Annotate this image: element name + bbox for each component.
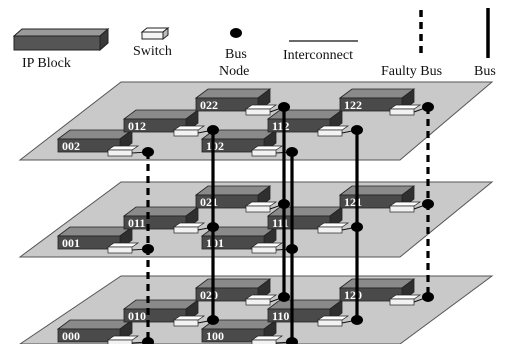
ip-block-label: 111: [272, 216, 289, 230]
ip-block: 122: [338, 88, 416, 112]
ip-block: 022: [194, 88, 272, 112]
bus-legend-label: Bus: [474, 64, 496, 79]
bus-node: [286, 147, 298, 157]
switch: [172, 125, 206, 137]
ip-block-label: 102: [206, 139, 224, 153]
ip-block-label: 100: [206, 329, 224, 343]
switch: [106, 335, 140, 344]
bus-node: [278, 292, 290, 302]
switch: [244, 294, 278, 306]
ip-block-label: 001: [62, 236, 80, 250]
layer-middle: 001 011 021 101 111 121: [18, 181, 494, 258]
switch-legend-label: Switch: [133, 44, 172, 59]
bus-node: [278, 102, 290, 112]
ip-block: 012: [122, 109, 200, 133]
bus-node-legend-label-2: Node: [219, 64, 249, 79]
ip-block-label: 122: [344, 98, 362, 112]
bus-node: [351, 125, 363, 135]
bus-node: [142, 147, 154, 157]
ip-block-label: 021: [200, 195, 218, 209]
switch: [250, 145, 284, 157]
switch: [388, 294, 422, 306]
bus-node: [286, 244, 298, 254]
ip-block: 101: [200, 226, 278, 250]
bus-node: [422, 292, 434, 302]
switch: [244, 104, 278, 116]
bus-node: [207, 125, 219, 135]
switch: [172, 222, 206, 234]
ip-block-label: 000: [62, 329, 80, 343]
bus-node: [286, 337, 298, 344]
ip-block: 010: [122, 299, 200, 323]
ip-block-label: 010: [128, 309, 146, 323]
ip-block-legend-label: IP Block: [22, 56, 71, 71]
layer-top: 002 012 022 102 112 122: [18, 81, 494, 161]
ip-block: 001: [56, 226, 134, 250]
ip-block: 002: [56, 129, 134, 153]
ip-block-label: 002: [62, 139, 80, 153]
ip-block-label: 020: [200, 288, 218, 302]
switch: [244, 201, 278, 213]
ip-block: 011: [122, 206, 200, 230]
bus-node: [142, 337, 154, 344]
bus-node: [207, 315, 219, 325]
interconnect-legend-label: Interconnect: [283, 48, 353, 63]
ip-block-label: 120: [344, 288, 362, 302]
layer-bottom: 000 010 020 100 110 120: [19, 275, 494, 344]
switch: [106, 242, 140, 254]
ip-block-label: 110: [272, 309, 289, 323]
legend: IP Block Switch Bus Node Interconnect Fa…: [12, 8, 496, 79]
bus-node-legend-label-1: Bus: [225, 47, 247, 62]
bus-node: [142, 244, 154, 254]
ip-block-label: 112: [272, 119, 289, 133]
switch: [388, 104, 422, 116]
ip-block-label: 101: [206, 236, 224, 250]
bus-node: [207, 222, 219, 232]
switch: [316, 222, 350, 234]
faulty-bus-legend-label: Faulty Bus: [381, 64, 442, 79]
switch: [106, 145, 140, 157]
bus-node: [278, 199, 290, 209]
ip-block-label: 121: [344, 195, 362, 209]
ip-block-label: 012: [128, 119, 146, 133]
bus-node: [422, 102, 434, 112]
switch-legend-icon: [140, 26, 170, 41]
bus-node: [351, 315, 363, 325]
bus-node: [422, 199, 434, 209]
layers: 0020120221021121220010110211011111210000…: [18, 81, 494, 344]
bus-node-legend-icon: [230, 28, 242, 38]
ip-block-label: 022: [200, 98, 218, 112]
bus-node: [351, 222, 363, 232]
ip-block-label: 011: [128, 216, 145, 230]
ip-block-legend-icon: [12, 27, 110, 52]
bus-nodes: [142, 102, 434, 344]
